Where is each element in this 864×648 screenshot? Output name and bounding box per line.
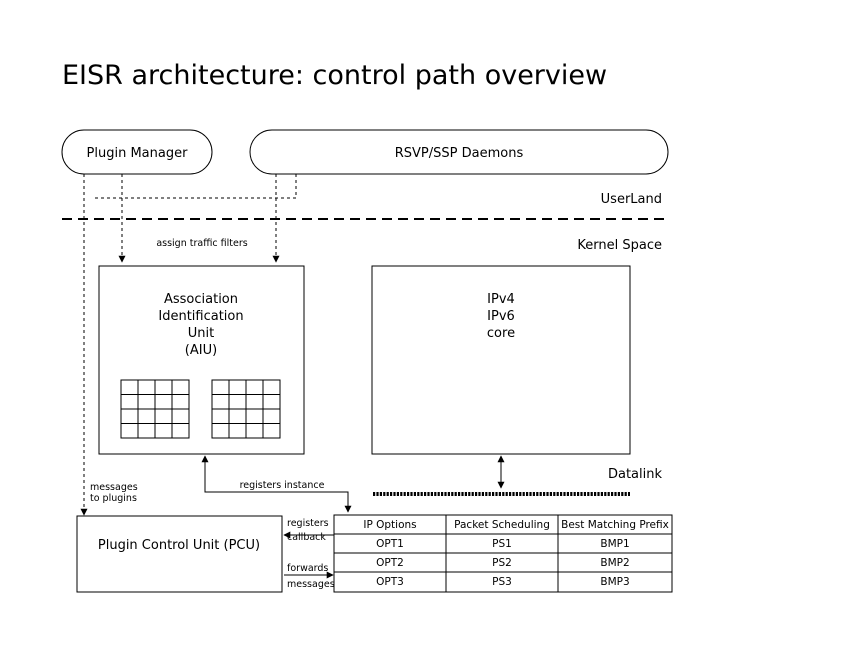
ip-core-label-line-2: IPv6 [487,309,515,324]
messages-label-line-2: to plugins [90,493,137,504]
daemon-connectors [80,174,297,516]
ip-core-node: IPv4 IPv6 core [371,265,631,455]
page-title: EISR architecture: control path overview [62,60,608,91]
table-cell: PS3 [492,576,512,588]
forwards-messages-line-1: forwards [287,563,328,574]
userland-label: UserLand [601,192,662,207]
aiu-node: Association Identification Unit (AIU) [98,265,305,455]
aiu-label-line-4: (AIU) [185,343,217,358]
aiu-label-line-3: Unit [188,326,214,341]
forwards-messages-line-2: messages [287,579,335,590]
messages-label-line-1: messages [90,482,138,493]
registers-instance-connector [201,455,352,513]
table-cell: OPT3 [376,576,404,588]
kernel-space-label: Kernel Space [577,238,662,253]
table-header-ip-options: IP Options [363,519,416,531]
filter-grid-right [211,379,281,439]
table-cell: PS1 [492,538,512,550]
ip-core-label-line-1: IPv4 [487,292,515,307]
table-cell: OPT2 [376,557,404,569]
rsvp-ssp-daemons-node: RSVP/SSP Daemons [249,129,669,175]
table-header-packet-scheduling: Packet Scheduling [454,519,550,531]
plugin-manager-node: Plugin Manager [61,129,213,175]
registers-callback-line-2: callback [287,532,326,543]
table-cell: OPT1 [376,538,404,550]
aiu-label-line-2: Identification [158,309,243,324]
table-header-best-matching-prefix: Best Matching Prefix [561,519,669,531]
registers-callback-line-1: registers [287,518,329,529]
pcu-label: Plugin Control Unit (PCU) [98,538,260,553]
table-cell: BMP3 [600,576,629,588]
plugin-manager-label: Plugin Manager [87,146,189,161]
assign-traffic-filters-label: assign traffic filters [156,238,247,249]
aiu-label-line-1: Association [164,292,238,307]
table-cell: BMP1 [600,538,629,550]
registers-instance-label: registers instance [240,480,325,491]
datalink-label: Datalink [608,467,663,482]
table-cell: PS2 [492,557,512,569]
table-cell: BMP2 [600,557,629,569]
plugin-table [333,514,673,593]
daemons-label: RSVP/SSP Daemons [395,146,524,161]
filter-grid-left [120,379,190,439]
ip-core-label-line-3: core [487,326,515,341]
pcu-node: Plugin Control Unit (PCU) [76,515,283,593]
